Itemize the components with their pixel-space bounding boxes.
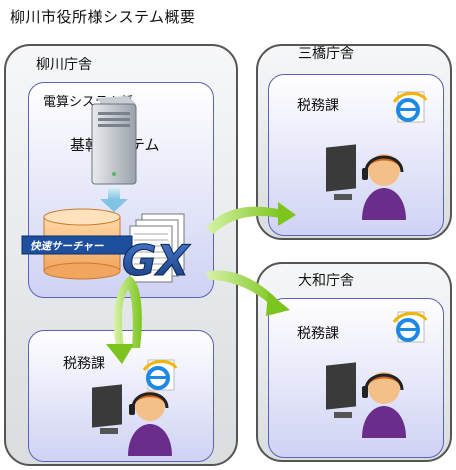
ie-icon (142, 359, 178, 391)
operator-icon (326, 362, 406, 438)
page-title: 柳川市役所様システム概要 (10, 8, 196, 26)
office-label: 大和庁舎 (298, 273, 354, 289)
office-label: 柳川庁舎 (36, 57, 92, 73)
arrow-to-yanagawa-tax (106, 276, 142, 364)
gx-logo: GX (122, 236, 191, 285)
operator-icon (92, 384, 172, 456)
search-product-banner: 快速サーチャー (21, 235, 133, 255)
server-icon (91, 96, 137, 185)
search-product-label: 快速サーチャー (30, 240, 104, 253)
tax-label: 税務課 (297, 326, 339, 342)
arrow-to-mitsuhashi (206, 202, 296, 234)
operator-icon (326, 144, 406, 220)
office-yanagawa: 柳川庁舎 電算システム係 税務課 (4, 44, 238, 466)
ie-icon (392, 91, 428, 123)
down-arrow-icon (100, 188, 128, 212)
tax-label: 税務課 (63, 356, 105, 372)
document-stack-icon (129, 213, 185, 283)
office-label: 三橋庁舎 (298, 46, 354, 62)
ie-icon (392, 311, 428, 343)
arrow-to-yamato (206, 270, 290, 316)
tax-label: 税務課 (297, 98, 339, 114)
